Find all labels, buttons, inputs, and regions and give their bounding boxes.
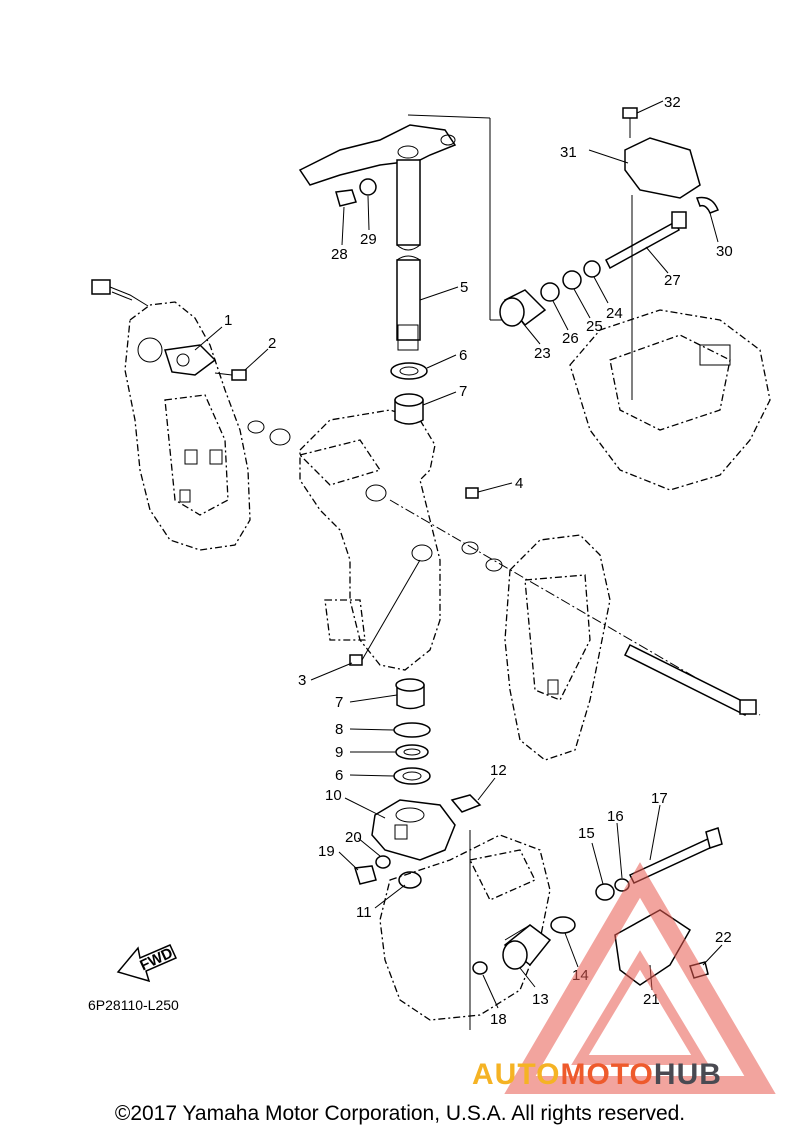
callout-27: 27 (664, 272, 681, 289)
washer-20 (375, 855, 391, 869)
steering-arm (298, 114, 505, 351)
copyright-notice: ©2017 Yamaha Motor Corporation, U.S.A. A… (114, 1102, 686, 1125)
callout-2: 2 (268, 335, 276, 352)
bolt-32 (622, 107, 638, 138)
callout-7-bottom: 7 (335, 694, 343, 711)
part-number-labels: 1 2 3 4 5 6 7 7 8 9 6 10 11 12 13 14 15 … (224, 94, 733, 1028)
callout-9: 9 (335, 744, 343, 761)
watermark-text: AUTOMOTOHUB (472, 1058, 722, 1092)
callout-6-top: 6 (459, 347, 467, 364)
lower-housing-10 (371, 799, 456, 861)
collar-26 (540, 282, 560, 302)
bottom-cowling (569, 309, 771, 491)
washer-6-bottom (393, 767, 431, 785)
callout-26: 26 (562, 330, 579, 347)
callout-6-bottom: 6 (335, 767, 343, 784)
washer-25 (562, 270, 582, 290)
callout-19: 19 (318, 843, 335, 860)
callout-18: 18 (490, 1011, 507, 1028)
clip-30 (695, 196, 719, 214)
callout-20: 20 (345, 829, 362, 846)
callout-3: 3 (298, 672, 306, 689)
bushing-7-bottom (395, 678, 425, 710)
damper-23 (499, 289, 547, 327)
bushing-7-top (394, 393, 424, 425)
through-tube (247, 420, 761, 717)
callout-30: 30 (716, 243, 733, 260)
callout-8: 8 (335, 721, 343, 738)
callout-16: 16 (607, 808, 624, 825)
callout-5: 5 (460, 279, 468, 296)
washer-29 (359, 178, 377, 196)
damper-13 (502, 924, 552, 970)
nut-19 (354, 865, 377, 885)
leader-lines (194, 100, 723, 1009)
callout-13: 13 (532, 991, 549, 1008)
callout-23: 23 (534, 345, 551, 362)
grease-nipple-4 (465, 487, 479, 499)
mount-31 (624, 137, 701, 400)
watermark-part2: MOTO (560, 1058, 654, 1091)
callout-10: 10 (325, 787, 342, 804)
washer-18 (472, 961, 488, 975)
plate-12 (450, 794, 482, 813)
grease-nipple-3 (349, 559, 421, 666)
washer-24 (583, 260, 601, 278)
right-clamp-bracket (504, 534, 611, 761)
callout-28: 28 (331, 246, 348, 263)
callout-11: 11 (356, 904, 372, 921)
callout-31: 31 (560, 144, 577, 161)
callout-15: 15 (578, 825, 595, 842)
watermark-part3: HUB (653, 1058, 722, 1091)
o-ring-8 (393, 722, 431, 738)
swivel-bracket (298, 409, 441, 671)
trim-sensor (91, 279, 217, 376)
callout-17: 17 (651, 790, 668, 807)
watermark-logo (504, 862, 776, 1094)
clip-11 (398, 871, 422, 889)
left-clamp-bracket (124, 301, 251, 551)
washer-9 (395, 744, 429, 760)
callout-29: 29 (360, 231, 377, 248)
fwd-arrow: FWD (116, 944, 178, 983)
callout-1: 1 (224, 312, 232, 329)
washer-6-top (390, 362, 428, 380)
callout-25: 25 (586, 318, 603, 335)
watermark-part1: AUTO (472, 1058, 561, 1091)
bolt-27 (605, 211, 687, 270)
callout-7-top: 7 (459, 383, 467, 400)
callout-24: 24 (606, 305, 623, 322)
collar-15 (595, 883, 615, 901)
callout-22: 22 (715, 929, 732, 946)
screw-2 (214, 369, 247, 381)
callout-32: 32 (664, 94, 681, 111)
svg-text:FWD: FWD (137, 944, 175, 974)
callout-12: 12 (490, 762, 507, 779)
nut-28 (335, 189, 357, 207)
o-ring-14 (550, 916, 576, 934)
drawing-code: 6P28110-L250 (88, 997, 179, 1013)
callout-4: 4 (515, 475, 523, 492)
lower-bracket (379, 830, 551, 1030)
